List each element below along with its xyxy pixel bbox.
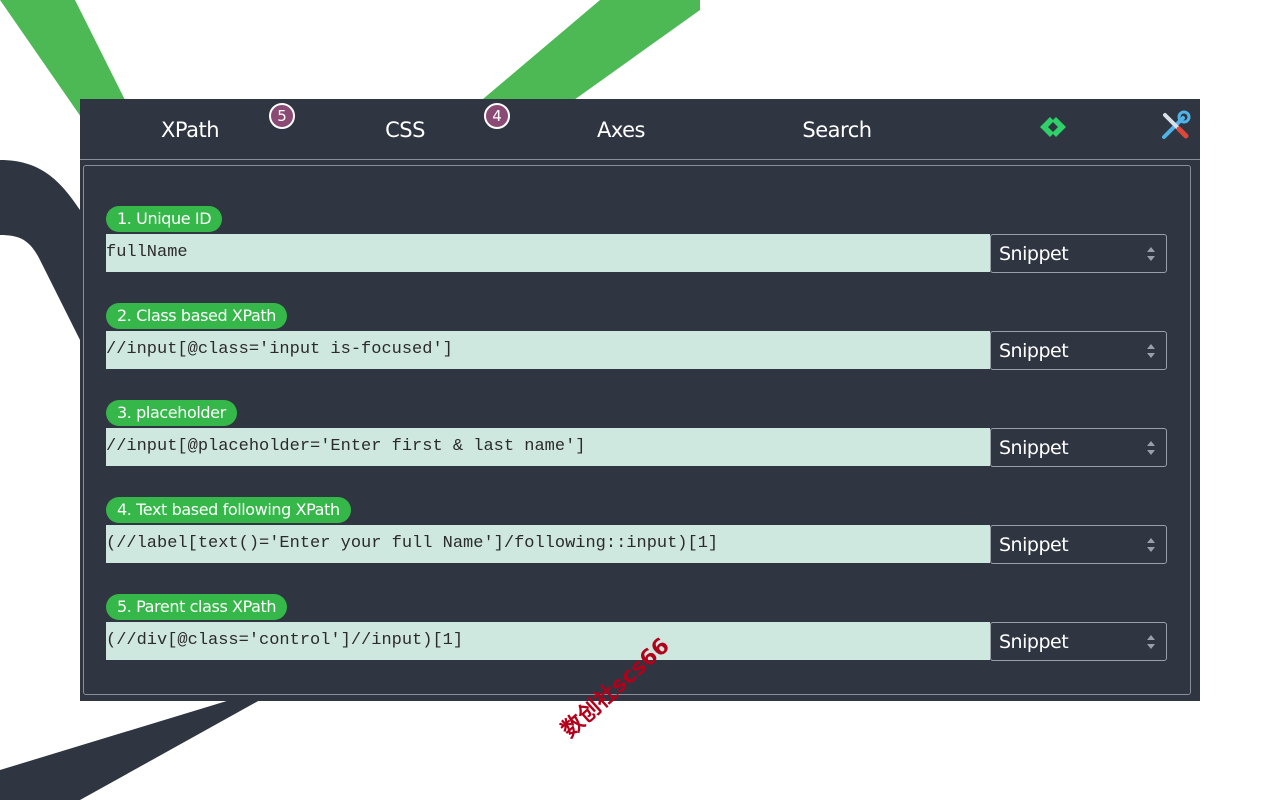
code-brackets-icon[interactable] [1038, 115, 1068, 139]
css-count-badge: 4 [484, 103, 510, 129]
result-label: 3. placeholder [106, 400, 237, 426]
result-label: 5. Parent class XPath [106, 594, 288, 620]
xpath-value-field[interactable]: (//label[text()='Enter your full Name']/… [106, 525, 990, 563]
snippet-select-value: Snippet [999, 340, 1069, 362]
tab-xpath[interactable]: XPath [160, 118, 220, 142]
result-row: 2. Class based XPath //input[@class='inp… [106, 303, 1168, 375]
snippet-select[interactable]: Snippet [990, 622, 1167, 661]
snippet-select[interactable]: Snippet [990, 234, 1167, 273]
tools-icon[interactable] [1159, 110, 1191, 142]
result-row: 5. Parent class XPath (//div[@class='con… [106, 594, 1168, 666]
sort-arrows-icon [1147, 247, 1155, 261]
snippet-select-value: Snippet [999, 243, 1069, 265]
snippet-select[interactable]: Snippet [990, 428, 1167, 467]
xpath-count-badge: 5 [269, 103, 295, 129]
result-label: 4. Text based following XPath [106, 497, 351, 523]
snippet-select-value: Snippet [999, 534, 1069, 556]
xpath-value-field[interactable]: //input[@class='input is-focused'] [106, 331, 990, 369]
xpath-value-field[interactable]: //input[@placeholder='Enter first & last… [106, 428, 990, 466]
snippet-select[interactable]: Snippet [990, 525, 1167, 564]
result-label: 1. Unique ID [106, 206, 223, 232]
xpath-value-field[interactable]: fullName [106, 234, 990, 272]
sort-arrows-icon [1147, 635, 1155, 649]
tab-bar: XPath 5 CSS 4 Axes Search [80, 99, 1200, 160]
snippet-select-value: Snippet [999, 437, 1069, 459]
tab-css[interactable]: CSS [385, 118, 425, 142]
xpath-extension-panel: XPath 5 CSS 4 Axes Search 1. Unique ID f… [80, 99, 1200, 701]
snippet-select-value: Snippet [999, 631, 1069, 653]
tab-search[interactable]: Search [802, 118, 872, 142]
sort-arrows-icon [1147, 441, 1155, 455]
sort-arrows-icon [1147, 344, 1155, 358]
result-row: 3. placeholder //input[@placeholder='Ent… [106, 400, 1168, 472]
sort-arrows-icon [1147, 538, 1155, 552]
snippet-select[interactable]: Snippet [990, 331, 1167, 370]
tab-axes[interactable]: Axes [596, 118, 646, 142]
result-row: 4. Text based following XPath (//label[t… [106, 497, 1168, 569]
results-list: 1. Unique ID fullName Snippet 2. Class b… [83, 165, 1191, 695]
xpath-value-field[interactable]: (//div[@class='control']//input)[1] [106, 622, 990, 660]
result-row: 1. Unique ID fullName Snippet [106, 206, 1168, 278]
result-label: 2. Class based XPath [106, 303, 288, 329]
